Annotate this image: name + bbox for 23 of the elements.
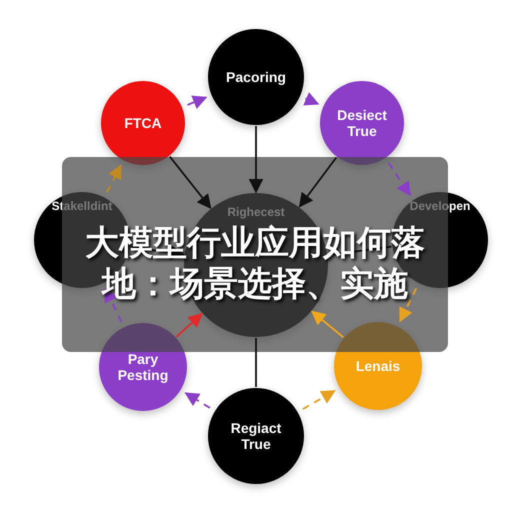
arrow <box>184 392 210 409</box>
node-label: Stakelldint <box>52 198 112 214</box>
node-label: Pacoring <box>226 69 286 85</box>
arrow <box>298 156 338 208</box>
arrow <box>176 312 203 338</box>
node-label: Righecest <box>227 204 285 220</box>
arrow <box>303 92 320 106</box>
node-label: Lenais <box>356 358 400 374</box>
node-label: FTCA <box>124 115 162 131</box>
circle-node <box>208 29 304 125</box>
arrow <box>106 164 122 193</box>
node-label: Regiact True <box>230 420 282 452</box>
arrow <box>302 390 336 410</box>
node-label: Developen <box>410 198 470 214</box>
arrow <box>187 96 208 109</box>
arrow <box>248 126 264 194</box>
node-label: Desiect True <box>336 107 388 139</box>
arrow <box>388 162 411 196</box>
arrow <box>311 310 344 338</box>
circle-node <box>208 388 304 484</box>
arrow <box>399 288 417 322</box>
arrow <box>169 156 212 210</box>
node-label: Pary Pesting <box>116 351 170 383</box>
